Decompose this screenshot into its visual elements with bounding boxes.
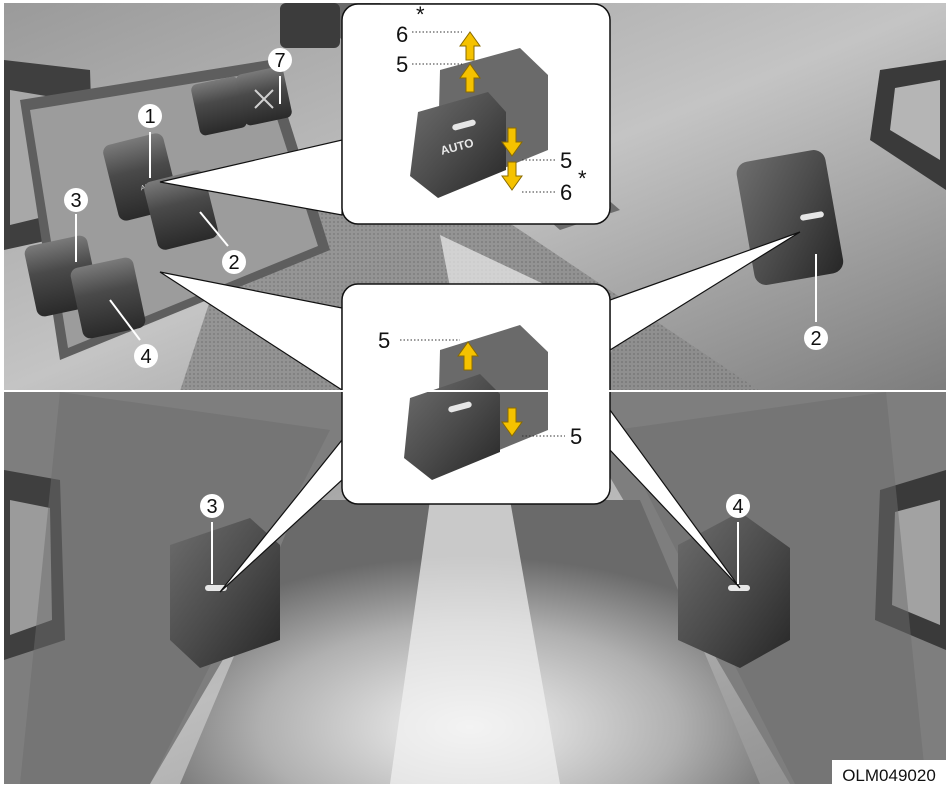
label-up: 5 bbox=[378, 328, 390, 353]
arrow-down-icon bbox=[501, 407, 523, 437]
callout-4-top: 4 bbox=[109, 299, 158, 368]
callout-3-bottom: 3 bbox=[200, 494, 224, 584]
auto-switch-large bbox=[410, 92, 506, 198]
callout-2-right: 2 bbox=[804, 254, 828, 350]
svg-text:2: 2 bbox=[810, 328, 821, 350]
callout-7: 7 bbox=[268, 48, 292, 104]
driver-switch-cluster: AUTO bbox=[24, 3, 340, 340]
arrow-down-icon bbox=[501, 161, 523, 191]
svg-text:3: 3 bbox=[70, 190, 81, 212]
window-lock-switch[interactable] bbox=[235, 66, 293, 127]
figure-code-label: OLM049020 bbox=[832, 760, 946, 787]
label-up-2: 6 bbox=[396, 22, 408, 47]
arrow-up-icon bbox=[459, 31, 481, 61]
svg-text:4: 4 bbox=[140, 346, 151, 368]
window-lock-neighbor-switch bbox=[191, 76, 247, 136]
mirror-switch bbox=[280, 3, 340, 48]
window-switch-large bbox=[404, 374, 500, 480]
passenger-window-switch[interactable] bbox=[142, 169, 219, 252]
svg-text:2: 2 bbox=[228, 252, 239, 274]
label-down-1: 5 bbox=[560, 148, 572, 173]
label-up-1: 5 bbox=[396, 52, 408, 77]
switch-indicator bbox=[800, 211, 824, 221]
middle-zoom-callout: 5 5 bbox=[341, 283, 611, 505]
arrow-up-icon bbox=[457, 341, 479, 371]
asterisk-bottom: * bbox=[578, 166, 587, 191]
rear-right-window-switch[interactable] bbox=[69, 256, 147, 340]
label-down-2: 6 bbox=[560, 180, 572, 205]
svg-text:3: 3 bbox=[206, 496, 217, 518]
switch-indicator bbox=[728, 585, 750, 591]
svg-text:7: 7 bbox=[274, 50, 285, 72]
svg-text:4: 4 bbox=[732, 496, 743, 518]
figure-code: OLM049020 bbox=[842, 766, 936, 785]
callout-2-top: 2 bbox=[199, 211, 246, 274]
svg-text:1: 1 bbox=[144, 106, 155, 128]
arrow-down-icon bbox=[501, 127, 523, 157]
callout-1: 1 bbox=[138, 104, 162, 178]
label-down: 5 bbox=[570, 424, 582, 449]
asterisk-top: * bbox=[416, 2, 425, 27]
top-zoom-callout: AUTO 6 * 5 5 6 * bbox=[341, 2, 611, 225]
arrow-up-icon bbox=[459, 63, 481, 93]
lock-x-icon bbox=[254, 89, 274, 109]
callout-4-bottom: 4 bbox=[726, 494, 750, 584]
callout-3-top: 3 bbox=[64, 188, 88, 262]
